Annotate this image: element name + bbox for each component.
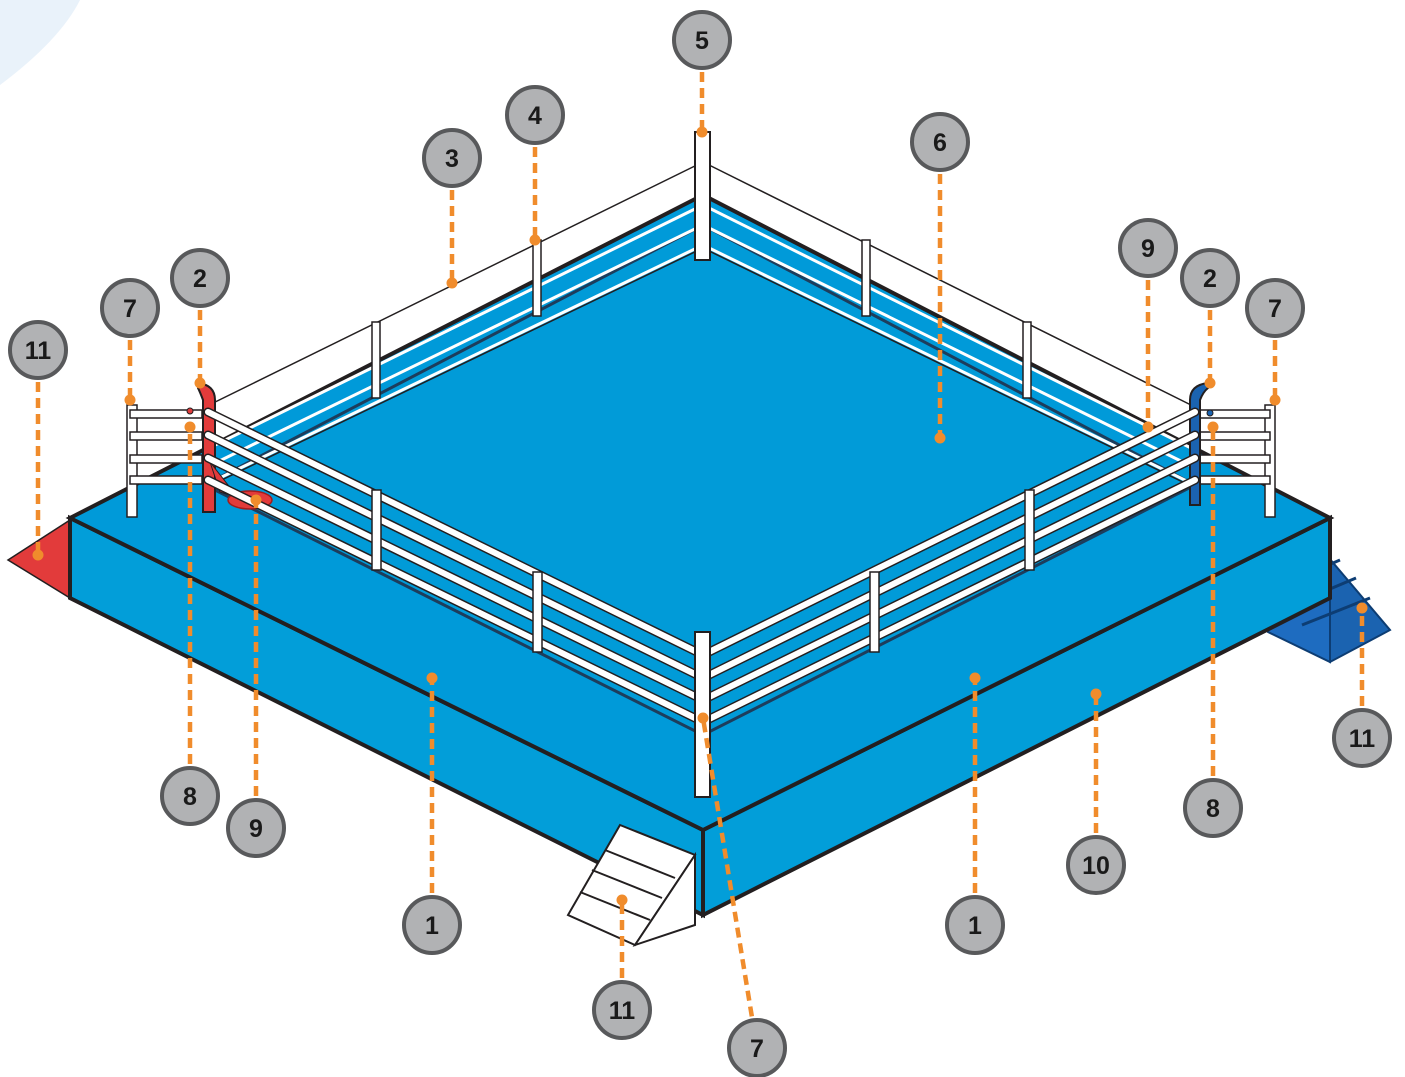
callout-number: 10 bbox=[1082, 852, 1110, 880]
callout-number: 7 bbox=[750, 1035, 764, 1063]
callout-badge bbox=[1118, 218, 1178, 278]
callout-anchor-dot bbox=[697, 712, 709, 724]
callout-number: 2 bbox=[1203, 265, 1217, 293]
callout-11: 11 bbox=[8, 320, 68, 561]
callout-anchor-dot bbox=[934, 432, 946, 444]
callout-7: 7 bbox=[697, 712, 787, 1077]
callout-anchor-dot bbox=[696, 126, 708, 138]
callout-9: 9 bbox=[226, 494, 286, 858]
callout-badge bbox=[1180, 248, 1240, 308]
callout-number: 9 bbox=[249, 815, 263, 843]
callout-7: 7 bbox=[1245, 278, 1305, 406]
callout-leader-line bbox=[700, 717, 760, 1049]
callout-badge bbox=[505, 85, 565, 145]
callout-1: 1 bbox=[945, 672, 1005, 955]
callout-anchor-dot bbox=[616, 894, 628, 906]
callout-anchor-dot bbox=[426, 672, 438, 684]
back-left-ropes bbox=[204, 163, 704, 487]
front-rope-spacers bbox=[371, 489, 1035, 653]
callout-badge bbox=[592, 980, 652, 1040]
callout-anchor-dot bbox=[1090, 688, 1102, 700]
callout-number: 8 bbox=[1206, 795, 1220, 823]
callout-anchor-dot bbox=[250, 494, 262, 506]
callout-7: 7 bbox=[100, 278, 160, 406]
front-neutral-steps bbox=[566, 823, 697, 947]
callout-number: 2 bbox=[193, 265, 207, 293]
background-accent bbox=[0, 0, 80, 85]
callout-badge bbox=[1332, 708, 1392, 768]
callout-badge bbox=[1245, 278, 1305, 338]
callout-4: 4 bbox=[505, 85, 565, 246]
callout-anchor-dot bbox=[1207, 421, 1219, 433]
callout-badge bbox=[1183, 778, 1243, 838]
callout-number: 4 bbox=[528, 102, 542, 130]
back-corner-post bbox=[694, 131, 711, 261]
callout-badge bbox=[8, 320, 68, 380]
callout-anchor-dot bbox=[446, 277, 458, 289]
callout-badge bbox=[727, 1018, 787, 1077]
callout-badge bbox=[945, 895, 1005, 955]
callout-anchor-dot bbox=[529, 234, 541, 246]
callout-8: 8 bbox=[1183, 421, 1243, 838]
callout-number: 6 bbox=[933, 129, 947, 157]
callout-2: 2 bbox=[1180, 248, 1240, 389]
callout-10: 10 bbox=[1066, 688, 1126, 895]
callout-11: 11 bbox=[1332, 602, 1392, 768]
callout-badge bbox=[160, 766, 220, 826]
callout-anchor-dot bbox=[1142, 421, 1154, 433]
callout-badge bbox=[1066, 835, 1126, 895]
callout-number: 11 bbox=[609, 997, 636, 1025]
callout-number: 1 bbox=[425, 912, 439, 940]
callout-number: 3 bbox=[445, 145, 459, 173]
callout-number: 8 bbox=[183, 783, 197, 811]
callout-anchor-dot bbox=[32, 549, 44, 561]
callout-anchor-dot bbox=[1269, 394, 1281, 406]
callout-anchor-dot bbox=[194, 377, 206, 389]
callout-badge bbox=[100, 278, 160, 338]
callout-number: 7 bbox=[1268, 295, 1282, 323]
callout-8: 8 bbox=[160, 421, 220, 826]
callout-number: 11 bbox=[1349, 725, 1376, 753]
callout-badge bbox=[226, 798, 286, 858]
callout-1: 1 bbox=[402, 672, 462, 955]
callout-badge bbox=[422, 128, 482, 188]
callout-anchor-dot bbox=[1356, 602, 1368, 614]
callout-badge bbox=[402, 895, 462, 955]
callout-badge bbox=[910, 112, 970, 172]
callout-anchor-dot bbox=[969, 672, 981, 684]
callout-2: 2 bbox=[170, 248, 230, 389]
callout-5: 5 bbox=[672, 10, 732, 138]
callout-badge bbox=[170, 248, 230, 308]
callout-number: 1 bbox=[968, 912, 982, 940]
callout-anchor-dot bbox=[184, 421, 196, 433]
callout-number: 9 bbox=[1141, 235, 1155, 263]
callout-3: 3 bbox=[422, 128, 482, 289]
callout-9: 9 bbox=[1118, 218, 1178, 433]
callout-11: 11 bbox=[592, 894, 652, 1040]
callout-anchor-dot bbox=[1204, 377, 1216, 389]
back-right-ropes bbox=[702, 163, 1196, 487]
callout-6: 6 bbox=[910, 112, 970, 444]
back-rope-spacers bbox=[371, 239, 1032, 399]
callout-badge bbox=[672, 10, 732, 70]
callout-number: 11 bbox=[25, 337, 52, 365]
callout-number: 5 bbox=[695, 27, 709, 55]
callout-number: 7 bbox=[123, 295, 137, 323]
callout-anchor-dot bbox=[124, 394, 136, 406]
